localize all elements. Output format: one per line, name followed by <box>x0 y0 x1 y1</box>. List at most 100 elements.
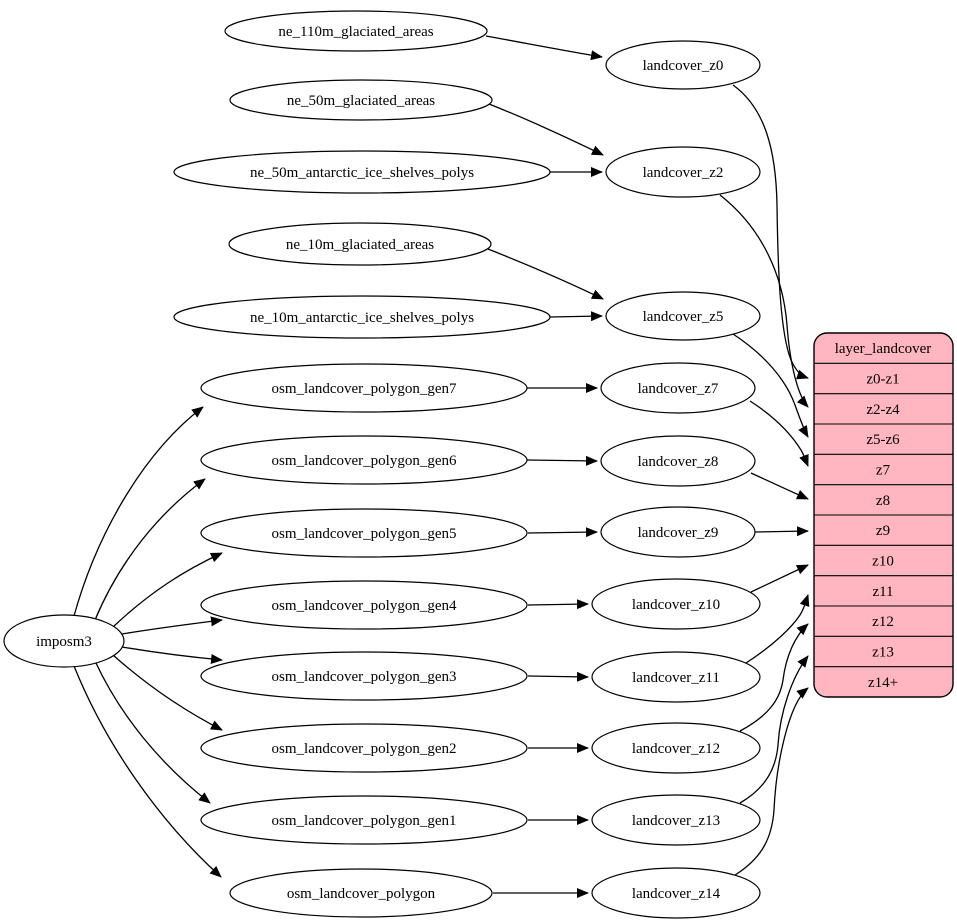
transform-ellipse <box>605 40 761 90</box>
node-landcover-z9: landcover_z9 <box>600 506 756 558</box>
source-label: osm_landcover_polygon_gen1 <box>272 813 457 829</box>
table-row-z0-z1: z0-z1 <box>866 372 899 388</box>
node-ne-50m-glaciated-areas: ne_50m_glaciated_areas <box>229 79 493 121</box>
source-ellipse <box>200 580 528 630</box>
edge-imposm3-to-osm-landcover-polygon-gen2 <box>112 654 223 731</box>
node-landcover-z7: landcover_z7 <box>600 362 756 414</box>
node-landcover-z13: landcover_z13 <box>591 794 761 846</box>
node-ne-110m-glaciated-areas: ne_110m_glaciated_areas <box>224 10 488 52</box>
source-label: osm_landcover_polygon <box>287 886 436 902</box>
transform-label: landcover_z2 <box>643 165 724 181</box>
edge-landcover-z8-to-row-z8 <box>750 472 809 500</box>
edge-osm-landcover-polygon-gen3-to-landcover-z11 <box>527 671 589 682</box>
source-label: osm_landcover_polygon_gen6 <box>272 453 457 469</box>
edge-landcover-z13-to-row-z13 <box>739 655 809 804</box>
node-ne-50m-antarctic-ice-shelves-polys: ne_50m_antarctic_ice_shelves_polys <box>173 150 551 194</box>
node-imposm3: imposm3 <box>3 614 125 668</box>
table-row-z11: z11 <box>872 584 893 600</box>
source-label: osm_landcover_polygon_gen5 <box>272 526 457 542</box>
source-ellipse <box>200 795 528 845</box>
node-landcover-z8: landcover_z8 <box>600 435 756 487</box>
table-row-z7: z7 <box>876 463 891 479</box>
node-landcover-z10: landcover_z10 <box>591 578 761 630</box>
edge-layer-sources-to-transforms <box>485 35 604 898</box>
transform-label: landcover_z12 <box>632 741 720 757</box>
transform-ellipse <box>605 146 761 198</box>
edge-landcover-z10-to-row-z10 <box>750 564 809 593</box>
node-landcover-z12: landcover_z12 <box>591 722 761 774</box>
edge-imposm3-to-osm-landcover-polygon-gen3 <box>121 646 223 664</box>
edge-ne-110m-glaciated-areas-to-landcover-z0 <box>485 35 603 61</box>
edge-imposm3-to-osm-landcover-polygon-gen4 <box>121 616 223 635</box>
node-osm-landcover-polygon: osm_landcover_polygon <box>229 868 493 918</box>
edge-osm-landcover-polygon-gen6-to-landcover-z8 <box>526 455 598 466</box>
imposm3-label: imposm3 <box>36 634 92 650</box>
node-landcover-z2: landcover_z2 <box>605 146 761 198</box>
transform-ellipse <box>591 867 761 919</box>
edge-imposm3-to-osm-landcover-polygon-gen7 <box>73 406 204 617</box>
edge-landcover-z0-to-row-z0-z1 <box>732 84 809 380</box>
source-ellipse <box>200 651 528 701</box>
transform-label: landcover_z11 <box>632 670 720 686</box>
node-ne-10m-glaciated-areas: ne_10m_glaciated_areas <box>228 222 492 266</box>
source-label: osm_landcover_polygon_gen4 <box>272 598 457 614</box>
source-label: osm_landcover_polygon_gen7 <box>272 381 457 397</box>
edge-landcover-z2-to-row-z2-z4 <box>719 194 809 408</box>
edge-imposm3-to-osm-landcover-polygon-gen6 <box>94 478 206 621</box>
transform-label: landcover_z8 <box>638 454 719 470</box>
table-row-z13: z13 <box>872 645 894 661</box>
node-osm-landcover-polygon-gen6: osm_landcover_polygon_gen6 <box>200 435 528 485</box>
source-label: ne_10m_antarctic_ice_shelves_polys <box>250 310 474 326</box>
source-ellipse <box>229 79 493 121</box>
source-ellipse <box>200 435 528 485</box>
node-osm-landcover-polygon-gen1: osm_landcover_polygon_gen1 <box>200 795 528 845</box>
table-layer-landcover: layer_landcover z0-z1 z2-z4 z5-z6 z7 z8 … <box>813 332 954 698</box>
transform-label: landcover_z7 <box>638 381 719 397</box>
node-landcover-z14: landcover_z14 <box>591 867 761 919</box>
edge-imposm3-to-osm-landcover-polygon <box>73 665 222 878</box>
transform-label: landcover_z9 <box>638 525 719 541</box>
node-landcover-z0: landcover_z0 <box>605 40 761 90</box>
transform-label: landcover_z14 <box>632 886 721 902</box>
edge-ne-10m-glaciated-areas-to-landcover-z5 <box>487 248 604 300</box>
node-ne-10m-antarctic-ice-shelves-polys: ne_10m_antarctic_ice_shelves_polys <box>173 295 551 339</box>
edge-landcover-z7-to-row-z7 <box>749 400 809 467</box>
source-ellipse <box>229 868 493 918</box>
source-ellipse <box>200 363 528 413</box>
node-landcover-z5: landcover_z5 <box>605 291 761 341</box>
transform-ellipse <box>605 291 761 341</box>
table-row-z8: z8 <box>876 493 890 509</box>
transform-label: landcover_z13 <box>632 813 720 829</box>
transform-ellipse <box>591 794 761 846</box>
node-osm-landcover-polygon-gen3: osm_landcover_polygon_gen3 <box>200 651 528 701</box>
source-ellipse <box>173 295 551 339</box>
source-ellipse <box>200 723 528 773</box>
source-label: ne_10m_glaciated_areas <box>286 237 434 253</box>
transform-ellipse <box>600 362 756 414</box>
edge-osm-landcover-polygon-gen4-to-landcover-z10 <box>527 599 589 610</box>
transform-ellipse <box>600 506 756 558</box>
transform-ellipse <box>591 722 761 774</box>
edge-landcover-z14-to-row-z14plus <box>734 687 809 876</box>
transform-ellipse <box>591 651 761 703</box>
source-label: ne_50m_glaciated_areas <box>287 93 435 109</box>
transform-label: landcover_z0 <box>643 58 724 74</box>
source-label: osm_landcover_polygon_gen3 <box>272 669 457 685</box>
edge-ne-50m-glaciated-areas-to-landcover-z2 <box>488 103 604 156</box>
transform-ellipse <box>591 578 761 630</box>
edge-landcover-z9-to-row-z9 <box>754 526 809 537</box>
source-label: ne_110m_glaciated_areas <box>278 24 433 40</box>
transform-ellipse <box>600 435 756 487</box>
transform-label: landcover_z10 <box>632 597 720 613</box>
node-osm-landcover-polygon-gen4: osm_landcover_polygon_gen4 <box>200 580 528 630</box>
table-row-z2-z4: z2-z4 <box>866 402 900 418</box>
edge-ne-10m-antarctic-ice-shelves-polys-to-landcover-z5 <box>549 311 603 322</box>
source-ellipse <box>228 222 492 266</box>
table-row-z12: z12 <box>872 614 894 630</box>
source-ellipse <box>224 10 488 52</box>
node-osm-landcover-polygon-gen5: osm_landcover_polygon_gen5 <box>200 508 528 558</box>
table-title: layer_landcover <box>835 341 932 357</box>
node-osm-landcover-polygon-gen7: osm_landcover_polygon_gen7 <box>200 363 528 413</box>
